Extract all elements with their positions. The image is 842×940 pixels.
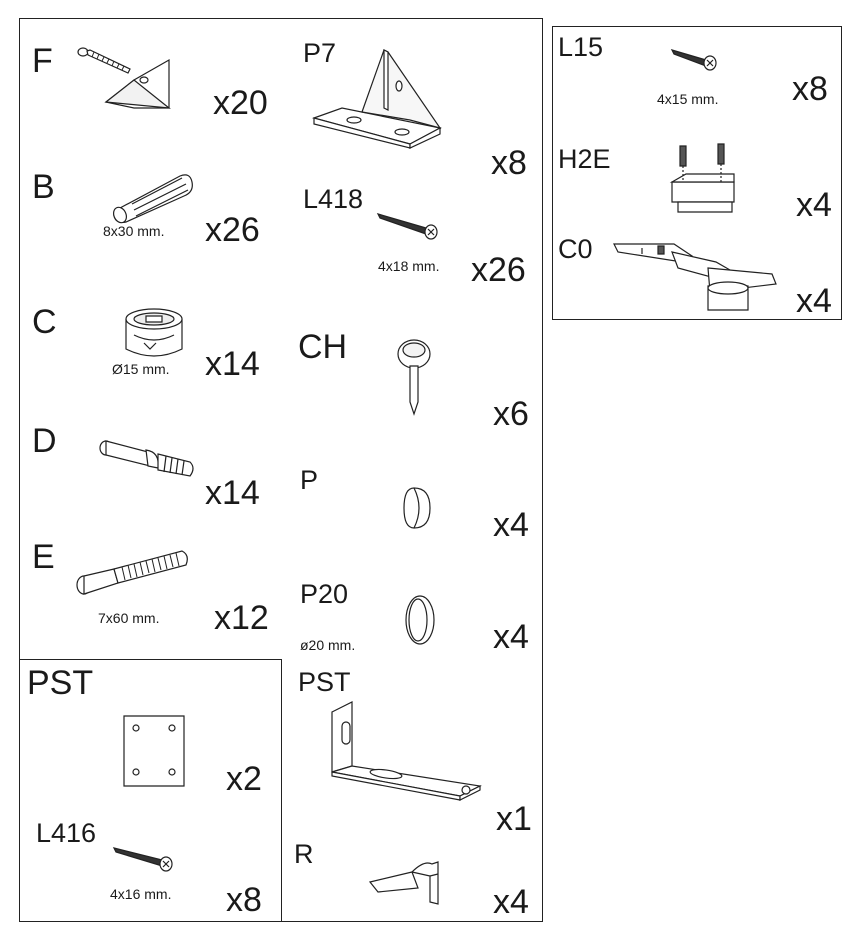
cap-icon [402, 486, 432, 532]
pst-plate-icon [122, 714, 186, 788]
part-code-l15: L15 [558, 32, 604, 62]
part-dim-c: Ø15 mm. [112, 361, 170, 377]
screw-icon [112, 842, 176, 876]
part-qty-l15: x8 [792, 70, 828, 108]
triangular-bracket-icon [312, 48, 454, 148]
part-code-e: E [32, 538, 55, 576]
wooden-dowel-icon [110, 168, 194, 224]
part-qty-h2e: x4 [796, 186, 832, 224]
part-qty-ch: x6 [493, 395, 529, 433]
part-qty-p20: x4 [493, 618, 529, 656]
part-qty-f: x20 [213, 84, 268, 122]
cam-bolt-icon [98, 438, 198, 484]
part-qty-d: x14 [205, 474, 260, 512]
part-code-f: F [32, 42, 53, 80]
cam-lock-icon [122, 305, 186, 363]
part-code-l418: L418 [303, 184, 364, 214]
part-dim-e: 7x60 mm. [98, 610, 160, 626]
part-code-c: C [32, 303, 57, 341]
pst-plate-qty: x2 [226, 760, 262, 798]
cabinet-hinge-icon [612, 240, 776, 314]
part-code-p20: P20 [300, 579, 349, 609]
nail-icon [396, 338, 436, 418]
round-cap-icon [404, 594, 436, 646]
part-code-pst-bracket: PST [298, 667, 351, 697]
shelf-support-icon [368, 858, 444, 906]
part-qty-pst-bracket: x1 [496, 800, 532, 838]
part-qty-l418: x26 [471, 251, 526, 289]
part-code-ch: CH [298, 328, 348, 366]
part-qty-l416: x8 [226, 881, 262, 919]
part-code-p7: P7 [303, 38, 337, 68]
hinge-mounting-plate-icon [668, 142, 738, 220]
part-dim-p20: ø20 mm. [300, 637, 356, 653]
part-qty-p: x4 [493, 506, 529, 544]
part-qty-p7: x8 [491, 144, 527, 182]
part-code-p: P [300, 465, 319, 495]
part-code-b: B [32, 168, 55, 206]
part-code-d: D [32, 422, 57, 460]
pst-title: PST [27, 664, 94, 702]
part-code-c0: C0 [558, 234, 593, 264]
connector-bolt-icon [74, 547, 192, 597]
l-bracket-icon [330, 700, 480, 810]
part-dim-l418: 4x18 mm. [378, 258, 440, 274]
part-code-r: R [294, 839, 314, 869]
part-qty-e: x12 [214, 599, 269, 637]
part-dim-l15: 4x15 mm. [657, 91, 719, 107]
cam-screw-with-plate-icon [74, 42, 174, 112]
part-code-l416: L416 [36, 818, 97, 848]
part-dim-b: 8x30 mm. [103, 223, 165, 239]
pst-subpanel [19, 659, 282, 922]
part-qty-c: x14 [205, 345, 260, 383]
part-dim-l416: 4x16 mm. [110, 886, 172, 902]
screw-icon [376, 208, 440, 242]
screw-icon [670, 46, 720, 76]
part-code-h2e: H2E [558, 144, 611, 174]
part-qty-b: x26 [205, 211, 260, 249]
part-qty-c0: x4 [796, 282, 832, 320]
part-qty-r: x4 [493, 883, 529, 921]
